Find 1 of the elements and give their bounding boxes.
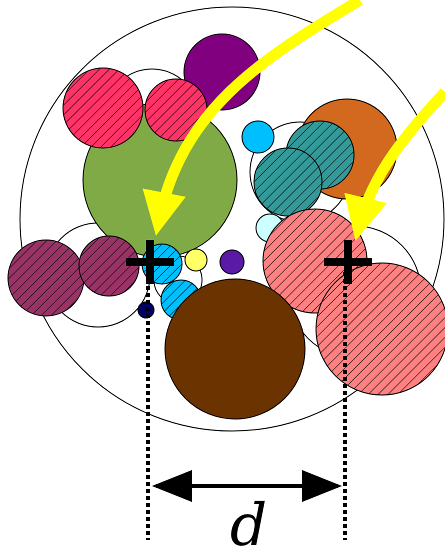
dimension-label: d	[230, 496, 268, 554]
